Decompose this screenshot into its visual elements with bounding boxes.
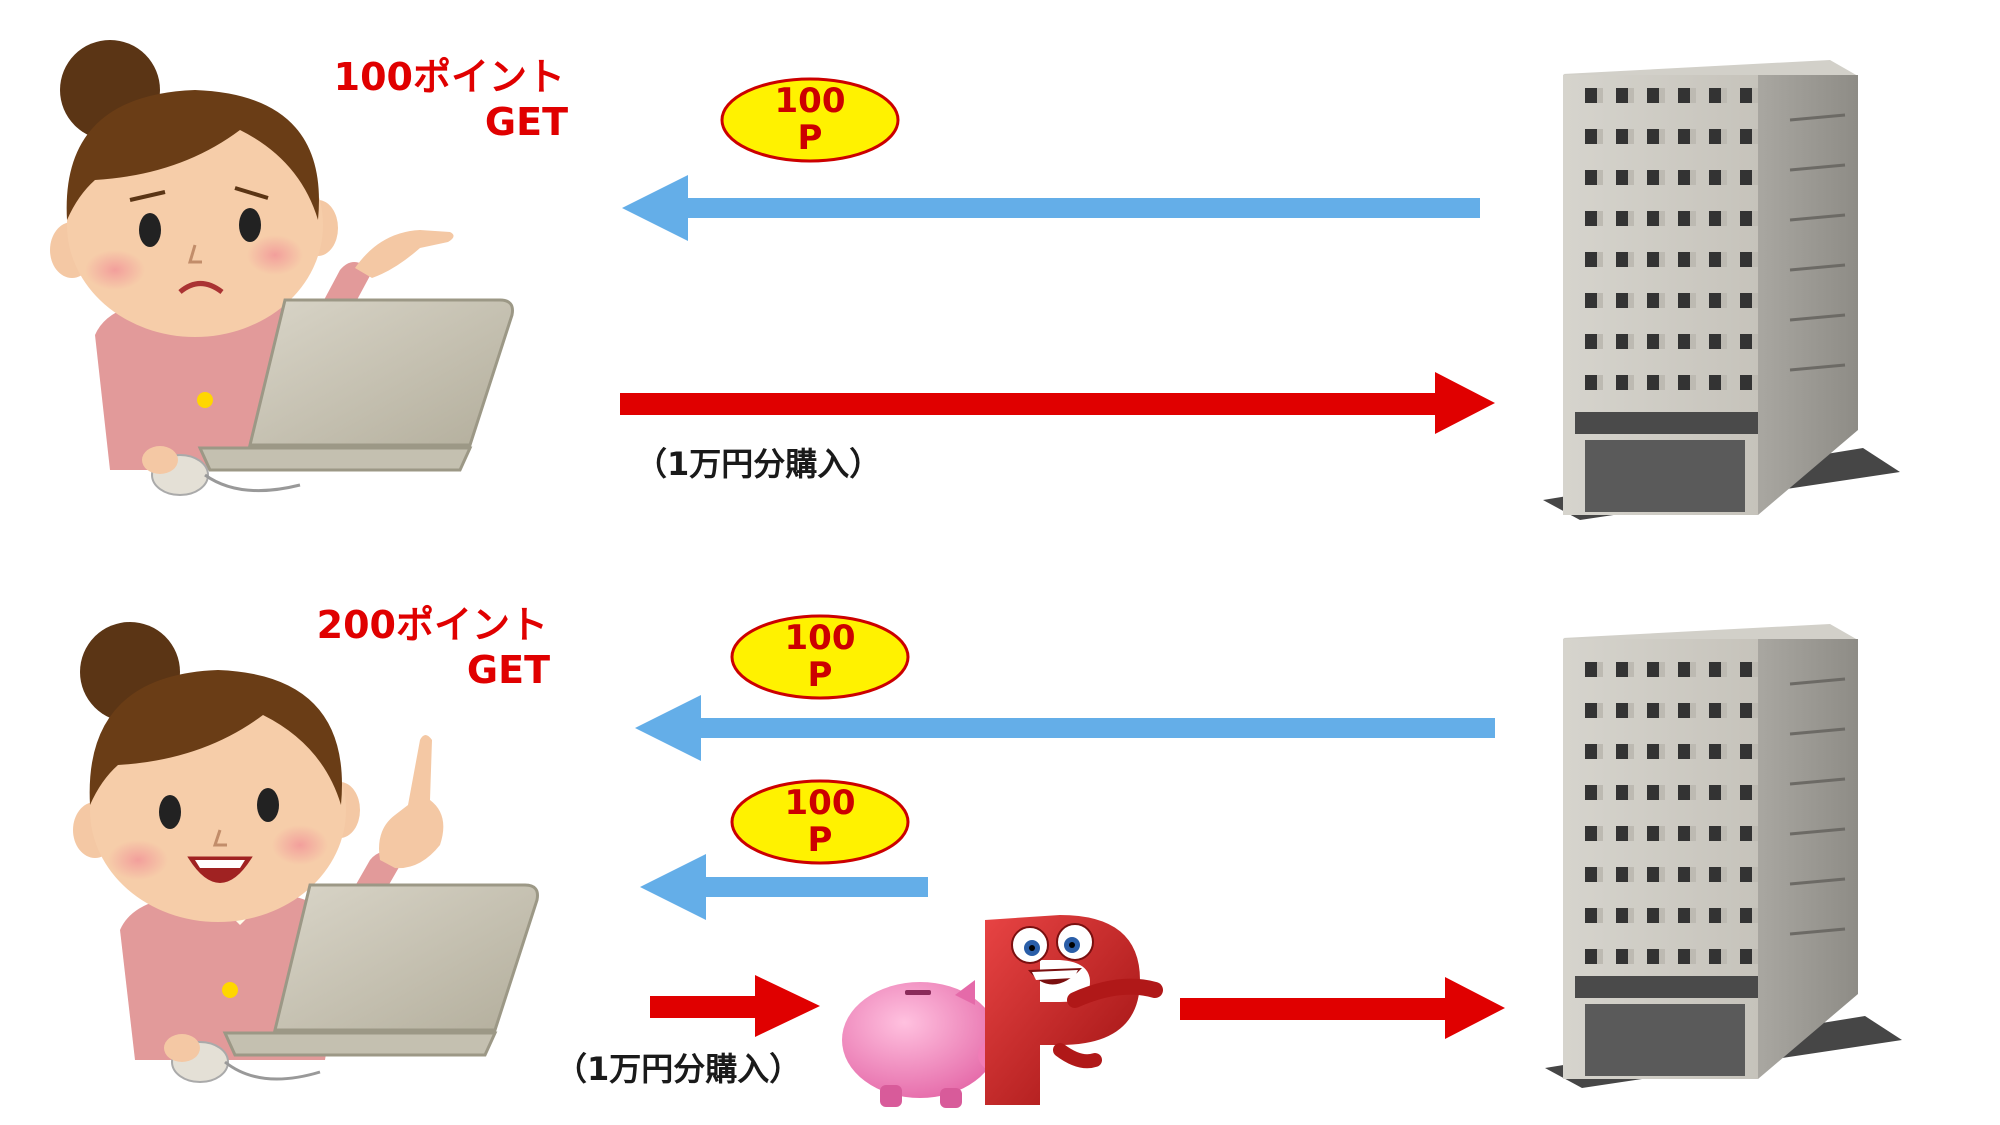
office-building-icon xyxy=(1543,60,1900,520)
purchase-arrow-to-point-site xyxy=(650,975,820,1037)
bottom-get-label: GET xyxy=(467,648,550,692)
top-point-arrow xyxy=(622,175,1480,241)
store-point-arrow xyxy=(635,695,1495,761)
point-site-coin: 100 P xyxy=(730,779,910,865)
store-coin-unit: P xyxy=(808,655,833,695)
bottom-points-label: 200ポイント xyxy=(317,603,548,647)
top-purchase-arrow xyxy=(620,372,1495,434)
top-point-coin: 100 P xyxy=(720,77,900,163)
top-coin-amount: 100 xyxy=(775,81,846,121)
top-coin-unit: P xyxy=(798,118,823,158)
point-site-coin-unit: P xyxy=(808,820,833,860)
laptop-icon xyxy=(142,298,514,496)
point-p-mascot-icon xyxy=(985,915,1163,1105)
laptop-icon xyxy=(164,883,539,1083)
point-site-coin-amount: 100 xyxy=(785,783,856,823)
woman-worried-icon xyxy=(50,40,514,496)
purchase-arrow-to-store xyxy=(1180,977,1505,1039)
top-purchase-label: （1万円分購入） xyxy=(635,445,881,483)
bottom-purchase-label: （1万円分購入） xyxy=(555,1050,801,1088)
store-point-coin: 100 P xyxy=(730,614,910,700)
point-site-point-arrow xyxy=(640,854,928,920)
top-get-label: GET xyxy=(485,100,568,144)
store-coin-amount: 100 xyxy=(785,618,856,658)
woman-happy-icon xyxy=(73,622,539,1083)
office-building-icon xyxy=(1545,624,1902,1088)
top-points-label: 100ポイント xyxy=(334,55,565,99)
